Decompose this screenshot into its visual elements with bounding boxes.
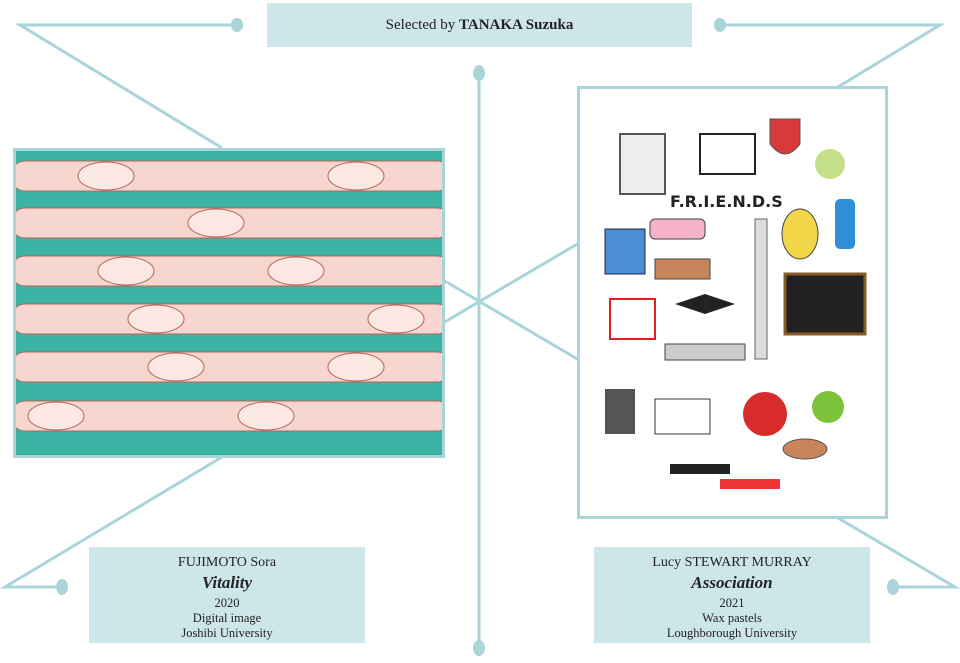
artist-school: Loughborough University	[666, 626, 798, 640]
connector-dot	[56, 579, 68, 595]
artist-school: Joshibi University	[181, 626, 273, 640]
curator-prefix: Selected by	[385, 17, 459, 33]
caption-vitality: FUJIMOTO Sora Vitality 2020 Digital imag…	[89, 547, 365, 643]
connector-dot	[887, 579, 899, 595]
connector-dot	[473, 640, 485, 656]
connector-dot	[473, 65, 485, 81]
friends-illustration: F.R.I.E.N.D.S	[604, 118, 867, 489]
artwork-year: 2021	[719, 596, 745, 610]
curator-banner: Selected by TANAKA Suzuka	[267, 3, 692, 47]
artist-name: Lucy STEWART MURRAY	[652, 555, 812, 570]
connector-dot	[231, 18, 243, 32]
curator-name: TANAKA Suzuka	[458, 17, 574, 33]
connector-dot	[714, 18, 726, 32]
hands-illustration	[16, 160, 442, 432]
artwork-title: Association	[691, 573, 773, 592]
caption-association: Lucy STEWART MURRAY Association 2021 Wax…	[594, 547, 870, 643]
artist-name: FUJIMOTO Sora	[177, 555, 277, 570]
artwork-title: Vitality	[201, 573, 253, 592]
artwork-vitality	[13, 148, 445, 458]
svg-text:F.R.I.E.N.D.S: F.R.I.E.N.D.S	[670, 192, 783, 211]
artwork-medium: Wax pastels	[702, 611, 762, 625]
artwork-medium: Digital image	[192, 611, 262, 625]
artwork-year: 2020	[214, 596, 240, 610]
artwork-association: F.R.I.E.N.D.S	[577, 86, 888, 519]
